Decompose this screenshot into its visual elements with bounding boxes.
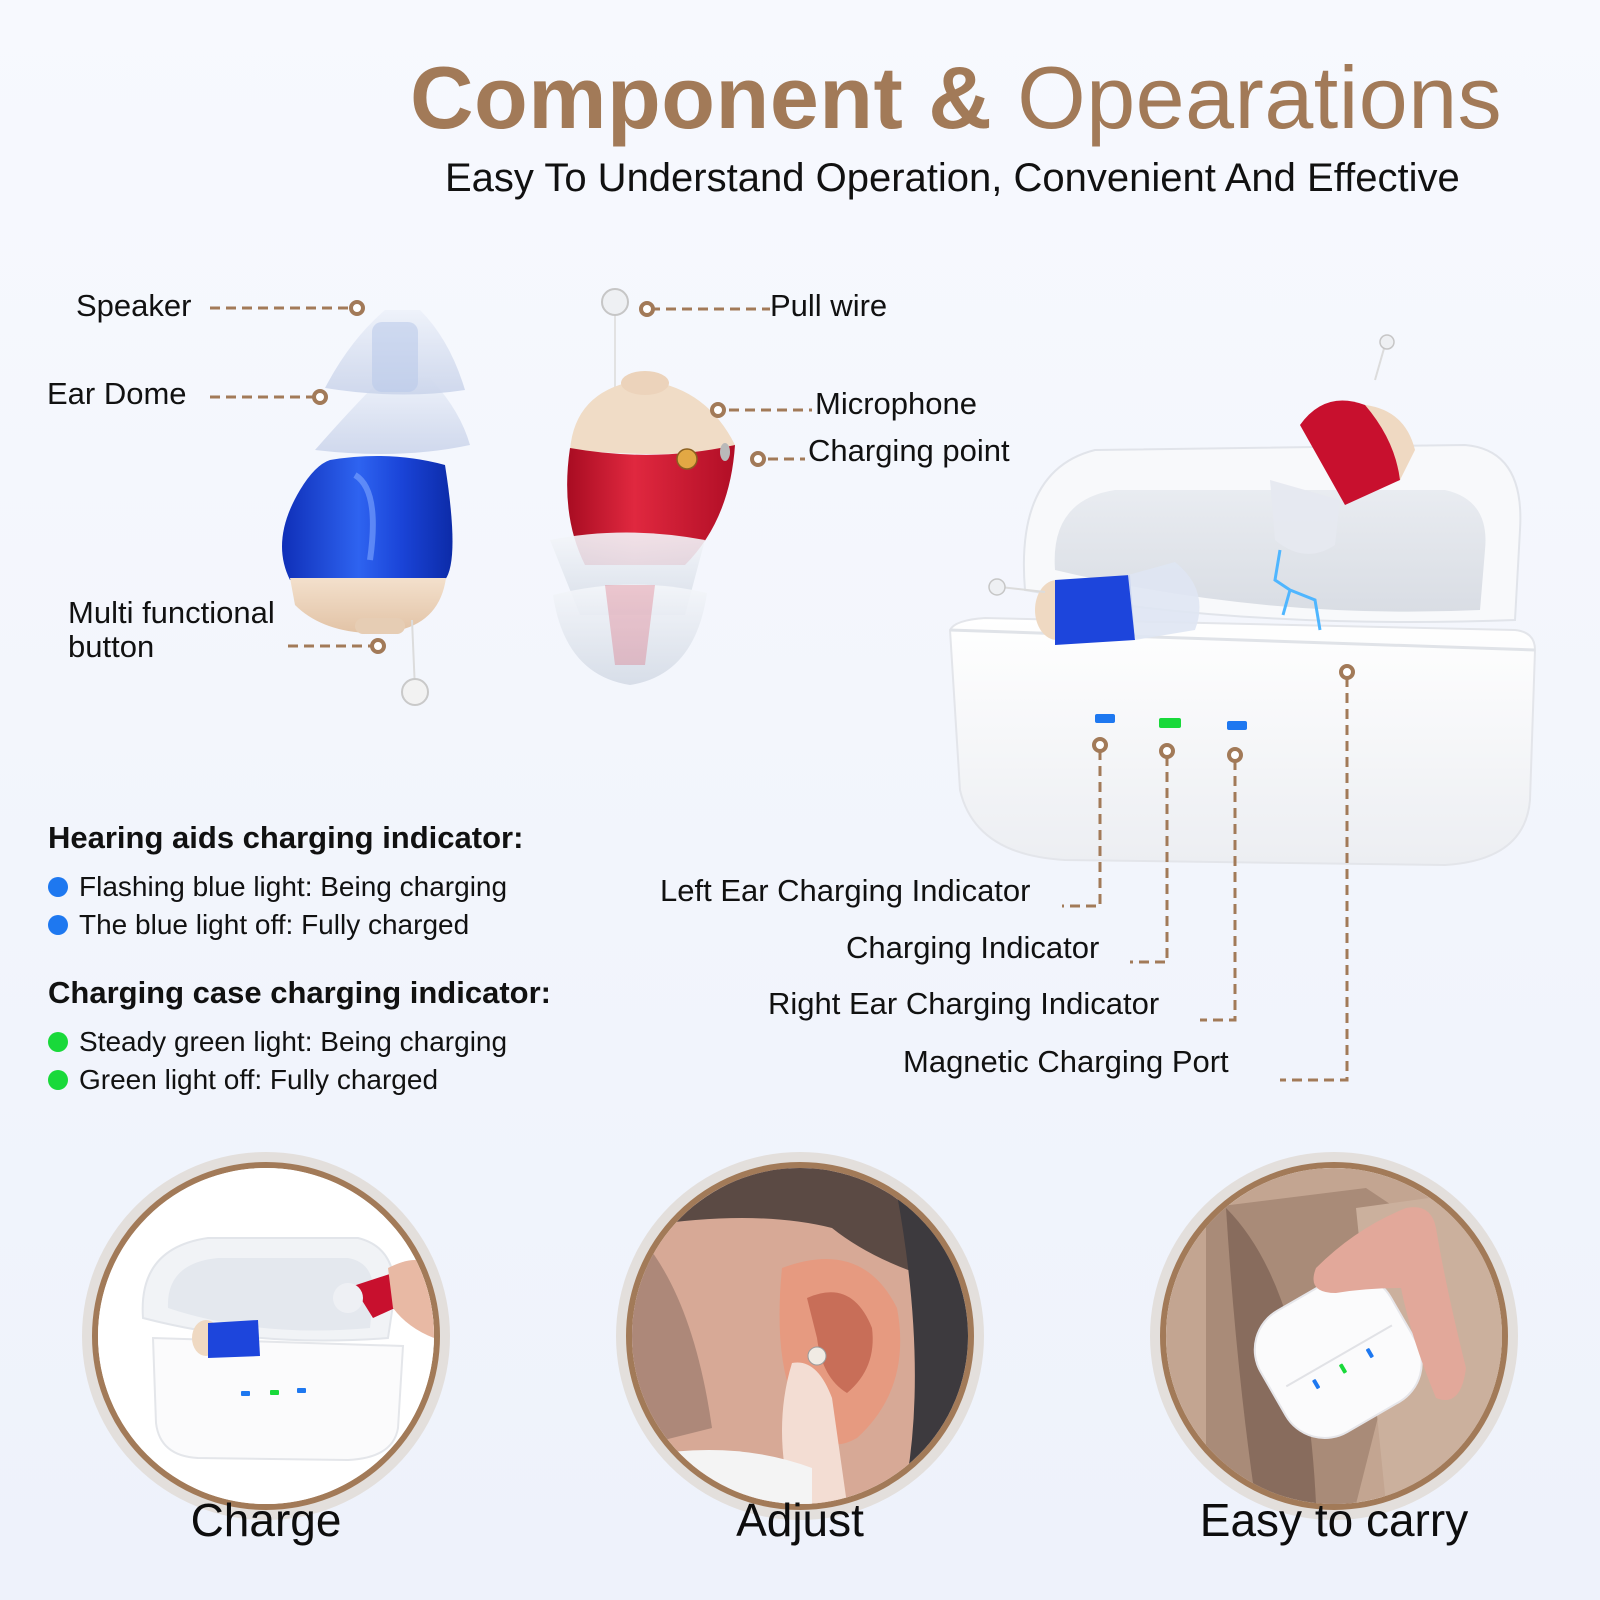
blue-hearing-aid-illustration [260, 300, 490, 730]
title-bold: Component & [410, 48, 993, 147]
legend-item: The blue light off: Fully charged [48, 906, 523, 944]
microphone-label: Microphone [815, 386, 977, 421]
legend-title: Charging case charging indicator: [48, 975, 551, 1010]
right-ear-charging-indicator-label: Right Ear Charging Indicator [768, 986, 1160, 1021]
blue-dot-icon [48, 877, 68, 897]
green-dot-icon [48, 1070, 68, 1090]
red-hearing-aid-illustration [545, 285, 745, 705]
charging-case-illustration [945, 330, 1565, 890]
feature-carry-image [1150, 1152, 1518, 1520]
legend-item: Green light off: Fully charged [48, 1061, 551, 1099]
legend-title: Hearing aids charging indicator: [48, 820, 524, 855]
feature-caption-easy-to-carry: Easy to carry [1199, 1494, 1469, 1546]
page-title: Component & Opearations [410, 48, 1560, 148]
feature-caption-adjust: Adjust [736, 1494, 864, 1546]
charging-point-label: Charging point [808, 433, 1010, 468]
page-subtitle: Easy To Understand Operation, Convenient… [445, 156, 1460, 200]
feature-caption-charge: Charge [190, 1494, 342, 1546]
charging-case-indicator-legend: Charging case charging indicator: Steady… [48, 975, 551, 1099]
multi-functional-button-label: Multi functional button [68, 595, 275, 664]
legend-item: Steady green light: Being charging [48, 1023, 551, 1061]
charging-indicator-label: Charging Indicator [846, 930, 1100, 965]
hearing-aids-indicator-legend: Hearing aids charging indicator: Flashin… [48, 820, 523, 944]
legend-item: Flashing blue light: Being charging [48, 868, 523, 906]
left-ear-charging-indicator-label: Left Ear Charging Indicator [660, 873, 1031, 908]
speaker-label: Speaker [76, 288, 192, 323]
magnetic-charging-port-label: Magnetic Charging Port [903, 1044, 1229, 1079]
pull-wire-label: Pull wire [770, 288, 888, 323]
title-light: Opearations [1017, 48, 1503, 147]
green-dot-icon [48, 1032, 68, 1052]
ear-dome-label: Ear Dome [47, 376, 187, 411]
blue-dot-icon [48, 915, 68, 935]
feature-adjust-image [616, 1152, 984, 1520]
feature-charge-image [82, 1152, 450, 1520]
